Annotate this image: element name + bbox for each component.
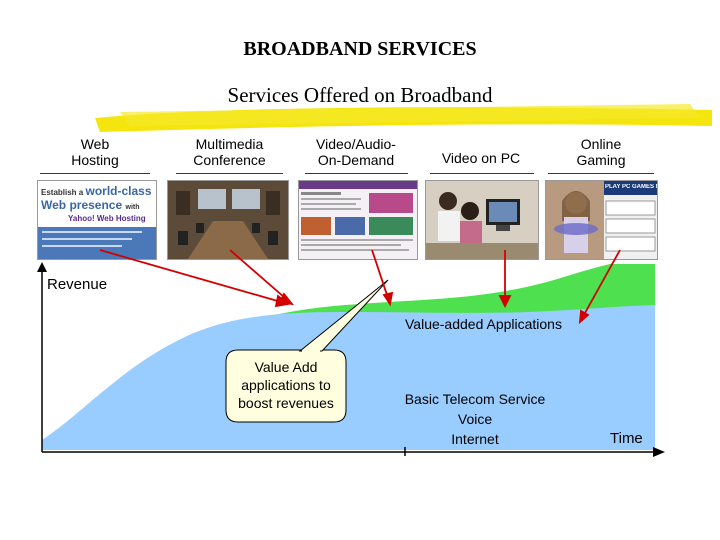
arrow-web-hosting	[99, 249, 289, 305]
game-art-illustration	[546, 181, 657, 259]
service-label-line1: Online	[580, 136, 622, 152]
y-axis-arrowhead	[37, 262, 47, 272]
callout-line3: boost revenues	[238, 395, 334, 411]
thumb-headline: Establish a world-class	[41, 184, 152, 198]
x-axis-label: Time	[610, 430, 643, 447]
service-underline	[305, 173, 408, 174]
service-underline	[40, 173, 150, 174]
service-label-line1: Video/Audio-	[316, 136, 396, 152]
service-arrows	[99, 249, 621, 325]
service-underline	[548, 173, 654, 174]
basic-telecom-line1: Basic Telecom Service	[404, 391, 546, 407]
service-label-line1: Multimedia	[195, 136, 264, 152]
basic-telecom-label: Basic Telecom Service Voice Internet	[385, 389, 565, 449]
service-multimedia-conference: Multimedia Conference	[172, 136, 287, 168]
service-video-on-pc: Video on PC	[425, 150, 537, 166]
online-gaming-webpage: PLAY PC GAMES NOW!	[545, 180, 658, 260]
basic-telecom-area	[42, 305, 655, 450]
callout-bubble	[225, 349, 347, 423]
conference-room-photo	[167, 180, 289, 260]
arrow-gaming	[579, 249, 621, 323]
arrow-conference	[229, 249, 293, 305]
service-label-line2: Gaming	[576, 152, 626, 168]
service-underline	[430, 173, 534, 174]
conference-room-illustration	[168, 181, 288, 259]
video-on-demand-webpage	[298, 180, 418, 260]
basic-telecom-line2: Voice	[457, 411, 493, 427]
slide-subtitle: Services Offered on Broadband	[227, 83, 493, 107]
people-at-pc-illustration	[426, 181, 538, 259]
service-online-gaming: Online Gaming	[546, 136, 656, 168]
thumb-headline-2: Web presence with	[41, 198, 140, 212]
value-added-label: Value-added Applications	[405, 316, 562, 332]
service-underline	[176, 173, 283, 174]
service-label-line1: Web	[80, 136, 110, 152]
service-label-line2: On-Demand	[317, 152, 395, 168]
webpage-illustration	[299, 181, 417, 251]
callout-line1: Value Add	[254, 359, 318, 375]
callout-line2: applications to	[241, 377, 331, 393]
video-on-pc-photo	[425, 180, 539, 260]
gaming-banner-text: PLAY PC GAMES NOW!	[605, 184, 657, 190]
web-hosting-thumbnail: Establish a world-class Web presence wit…	[37, 180, 157, 260]
service-label-line1: Video on PC	[441, 150, 521, 166]
service-label-line2: Conference	[193, 152, 266, 168]
slide-title: BROADBAND SERVICES	[243, 38, 477, 60]
thumb-brand: Yahoo! Web Hosting	[68, 214, 146, 223]
service-video-audio-on-demand: Video/Audio- On-Demand	[300, 136, 412, 168]
service-label-line2: Hosting	[71, 152, 119, 168]
y-axis-label: Revenue	[47, 276, 108, 293]
service-web-hosting: Web Hosting	[40, 136, 150, 168]
x-axis-arrowhead	[653, 447, 665, 457]
callout-text: Value Add applications to boost revenues	[226, 358, 346, 412]
thumb-blue-panel	[38, 227, 156, 259]
basic-telecom-line3: Internet	[451, 431, 499, 447]
